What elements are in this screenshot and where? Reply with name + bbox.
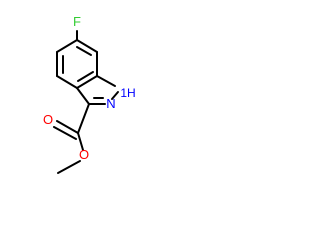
nh-atom-label: 1H [120,86,135,100]
bond-c3a-c3 [76,87,90,105]
fluorine-atom-label: F [73,14,81,29]
ester-oxygen-label: O [79,147,89,162]
chemical-structure-diagram: F 1H N O O [43,14,136,174]
bond-c7-c6-inner [76,46,92,56]
bond-c7a-n1 [96,75,116,87]
bond-carbonyl-o-double-a [56,120,79,134]
bond-c7-c6 [76,39,98,53]
bond-carbonyl-o-double-b [53,126,77,140]
bond-n1-n2 [111,91,119,100]
bond-o-methyl [57,160,81,174]
bond-c3-c-carbonyl [77,103,90,134]
bond-c3a-c7a-inner [77,71,94,82]
carbonyl-oxygen-label: O [43,112,53,127]
bond-carbonyl-o-single [77,132,84,151]
nitrogen-atom-label: N [106,96,115,111]
bond-c3a-c7a [76,75,98,89]
bond-c6-c5 [56,39,78,53]
structure-canvas: F 1H N O O [42,14,136,174]
bond-c4-c3a-lower [56,75,78,89]
